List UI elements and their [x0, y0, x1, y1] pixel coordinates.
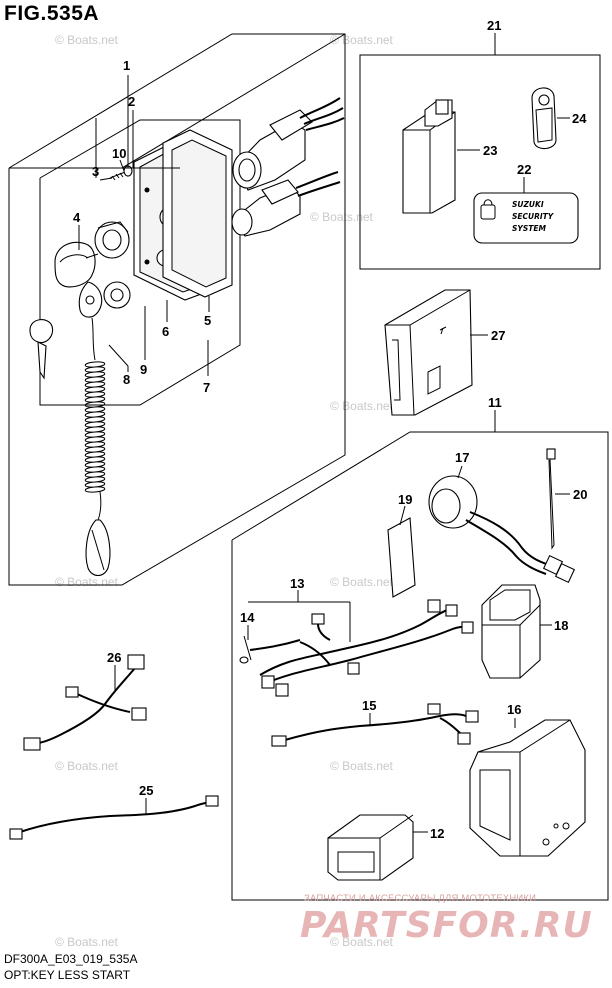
security-label: SUZUKI SECURITY SYSTEM [473, 192, 579, 244]
callout-26: 26 [107, 650, 121, 665]
callout-2: 2 [128, 94, 135, 109]
watermark-10: © Boats.net [330, 935, 394, 949]
figure-title: FIG.535A [4, 2, 100, 25]
ignition-switch [232, 97, 345, 191]
harness-kit-frame [231, 431, 609, 901]
stop-switch [231, 171, 341, 237]
callout-13: 13 [290, 576, 304, 591]
harness-26 [23, 654, 147, 751]
watermark-1: © Boats.net [55, 33, 119, 47]
watermark-8: © Boats.net [330, 759, 394, 773]
watermark-5: © Boats.net [55, 575, 119, 589]
callout-20: 20 [573, 487, 587, 502]
gasket [162, 129, 233, 298]
callout-10: 10 [112, 146, 126, 161]
watermark-group: © Boats.net © Boats.net © Boats.net © Bo… [55, 33, 394, 949]
shop-subtitle: ЗАПЧАСТИ И АКСЕССУАРЫ ДЛЯ МОТОТЕХНИКИ [304, 893, 537, 904]
callout-27: 27 [491, 328, 505, 343]
callout-21: 21 [487, 18, 501, 33]
adhesive-pad [387, 517, 416, 598]
callout-16: 16 [507, 702, 521, 717]
security-label-line-3: SYSTEM [512, 224, 546, 233]
callout-19: 19 [398, 492, 412, 507]
ecu-module [402, 99, 456, 214]
ignition-key [29, 319, 54, 380]
callout-23: 23 [483, 143, 497, 158]
control-unit [384, 289, 473, 416]
watermark-7: © Boats.net [55, 759, 119, 773]
watermark-6: © Boats.net [330, 575, 394, 589]
callout-7: 7 [203, 380, 210, 395]
shop-logo: PARTSFOR.RU [300, 905, 593, 946]
antenna-receiver [428, 475, 576, 584]
callout-numbers: 1 2 3 4 5 6 7 8 9 10 11 12 13 14 15 16 1… [73, 18, 587, 841]
harness-25 [9, 795, 219, 840]
relay-module [481, 584, 541, 679]
callout-12: 12 [430, 826, 444, 841]
switch-cap [54, 241, 99, 288]
mounting-bracket [469, 719, 586, 857]
footer-model-code: DF300A_E03_019_535A [4, 952, 138, 966]
callout-4: 4 [73, 210, 81, 225]
watermark-9: © Boats.net [55, 935, 119, 949]
nut [94, 221, 130, 259]
callout-17: 17 [455, 450, 469, 465]
callout-18: 18 [554, 618, 568, 633]
callout-8: 8 [123, 372, 130, 387]
callout-6: 6 [162, 324, 169, 339]
callout-11: 11 [488, 395, 502, 410]
callout-9: 9 [140, 362, 147, 377]
callout-15: 15 [362, 698, 376, 713]
protective-cover [327, 814, 414, 881]
security-label-line-1: SUZUKI [512, 200, 544, 209]
security-kit-frame [359, 54, 601, 270]
emergency-lanyard [78, 281, 111, 577]
ring [103, 281, 131, 309]
callout-24: 24 [572, 111, 587, 126]
callout-14: 14 [240, 610, 255, 625]
callout-1: 1 [123, 58, 130, 73]
footer-caption: OPT:KEY LESS START [4, 968, 131, 982]
watermark-3: © Boats.net [310, 210, 374, 224]
callout-25: 25 [139, 783, 153, 798]
extension-harness [271, 703, 479, 747]
callout-22: 22 [517, 162, 531, 177]
remote-fob [531, 87, 557, 150]
watermark-4: © Boats.net [330, 399, 394, 413]
main-harness [239, 599, 474, 697]
watermark-2: © Boats.net [330, 33, 394, 47]
cable-tie [546, 448, 556, 550]
security-label-line-2: SECURITY [512, 212, 555, 221]
callout-3: 3 [92, 164, 99, 179]
callout-5: 5 [204, 313, 211, 328]
leader-lines [78, 33, 570, 833]
